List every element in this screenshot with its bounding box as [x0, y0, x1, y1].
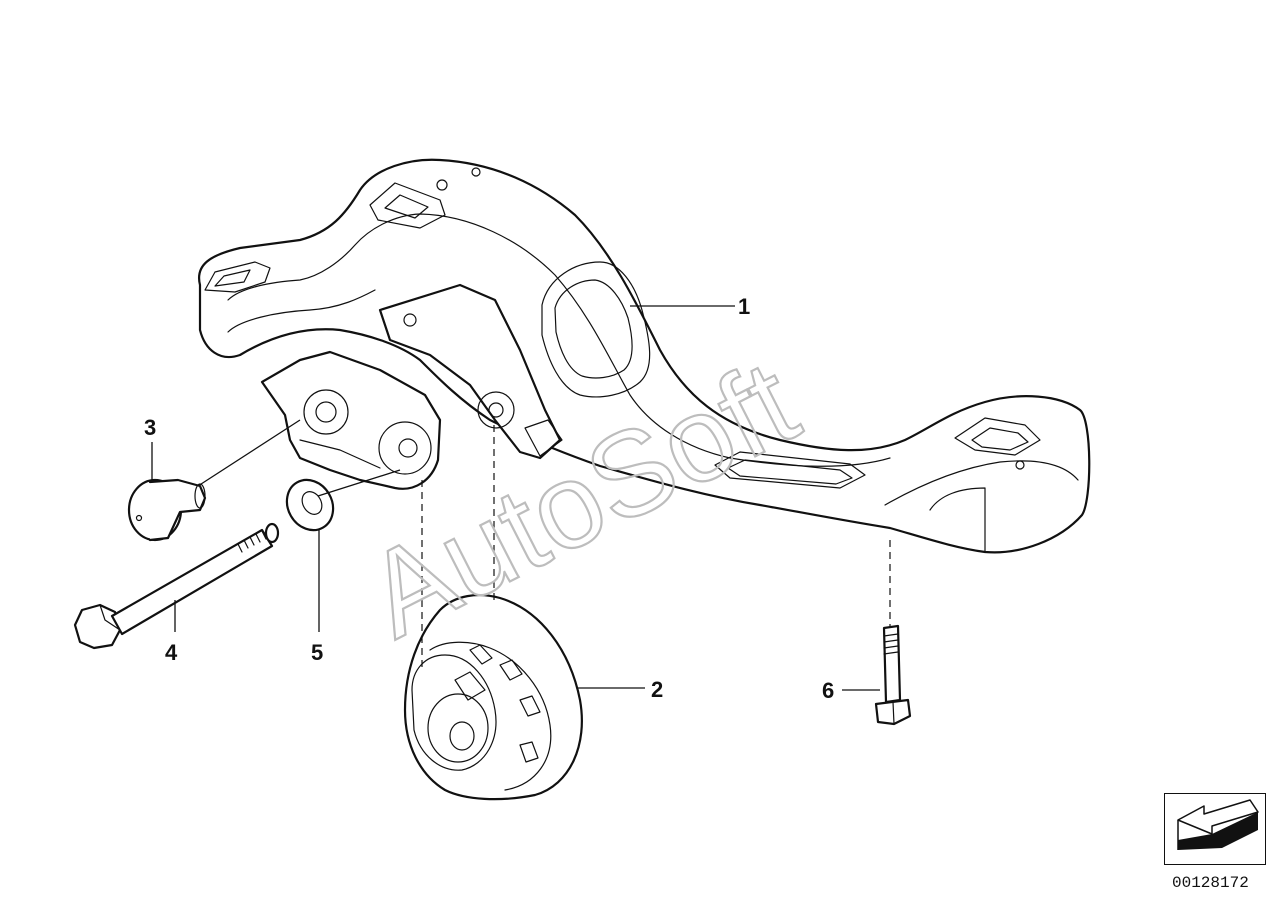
- rubber-mount-part-2[interactable]: [403, 594, 583, 801]
- washer-part-5[interactable]: [278, 471, 342, 538]
- axle-carrier-part-1[interactable]: [197, 158, 1091, 554]
- callout-4[interactable]: 4: [165, 640, 178, 665]
- callout-5[interactable]: 5: [311, 640, 323, 665]
- callout-2[interactable]: 2: [651, 677, 663, 702]
- hex-bolt-part-6[interactable]: [874, 624, 912, 726]
- figure-number: 00128172: [1172, 874, 1249, 892]
- callout-3[interactable]: 3: [144, 415, 156, 440]
- arrow-back-icon[interactable]: [1177, 799, 1259, 850]
- hex-bolt-part-4[interactable]: [73, 522, 280, 650]
- leader-lines: [151, 305, 880, 691]
- callouts: 1 2 3 4 5 6: [144, 294, 834, 703]
- callout-6[interactable]: 6: [822, 678, 834, 703]
- navigation-box[interactable]: [1164, 793, 1266, 865]
- callout-1[interactable]: 1: [738, 294, 750, 319]
- assembly-lines: [421, 425, 891, 668]
- plug-part-3[interactable]: [127, 478, 207, 542]
